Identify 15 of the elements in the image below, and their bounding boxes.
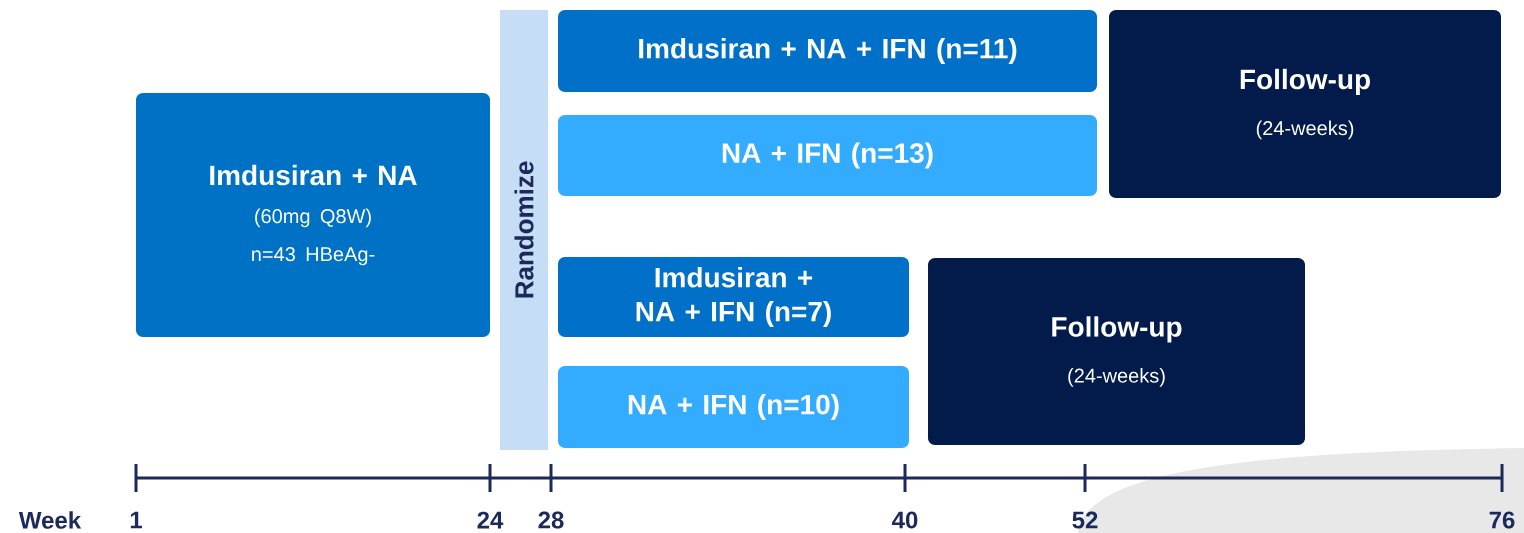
tick-label: 28 <box>538 511 564 529</box>
arm-box: Imdusiran + NA + IFN (n=11) <box>558 10 1097 92</box>
arm-box: NA + IFN (n=10) <box>558 366 909 448</box>
randomize-band: Randomize <box>500 10 548 450</box>
arm-box: NA + IFN (n=13) <box>558 115 1097 196</box>
follow-up-box: Follow-up (24-weeks) <box>928 258 1305 445</box>
treatment-box: Imdusiran + NA (60mg Q8W) n=43 HBeAg- <box>136 93 490 337</box>
tick-label: 52 <box>1072 511 1098 529</box>
tick-label: 40 <box>892 511 918 529</box>
tick-label: 1 <box>130 511 142 529</box>
arm-box: Imdusiran + NA + IFN (n=7) <box>558 257 909 337</box>
tick-label: 76 <box>1489 511 1515 529</box>
follow-up-box: Follow-up (24-weeks) <box>1109 10 1501 198</box>
axis-title: Week <box>18 511 82 529</box>
tick-label: 24 <box>477 511 504 529</box>
